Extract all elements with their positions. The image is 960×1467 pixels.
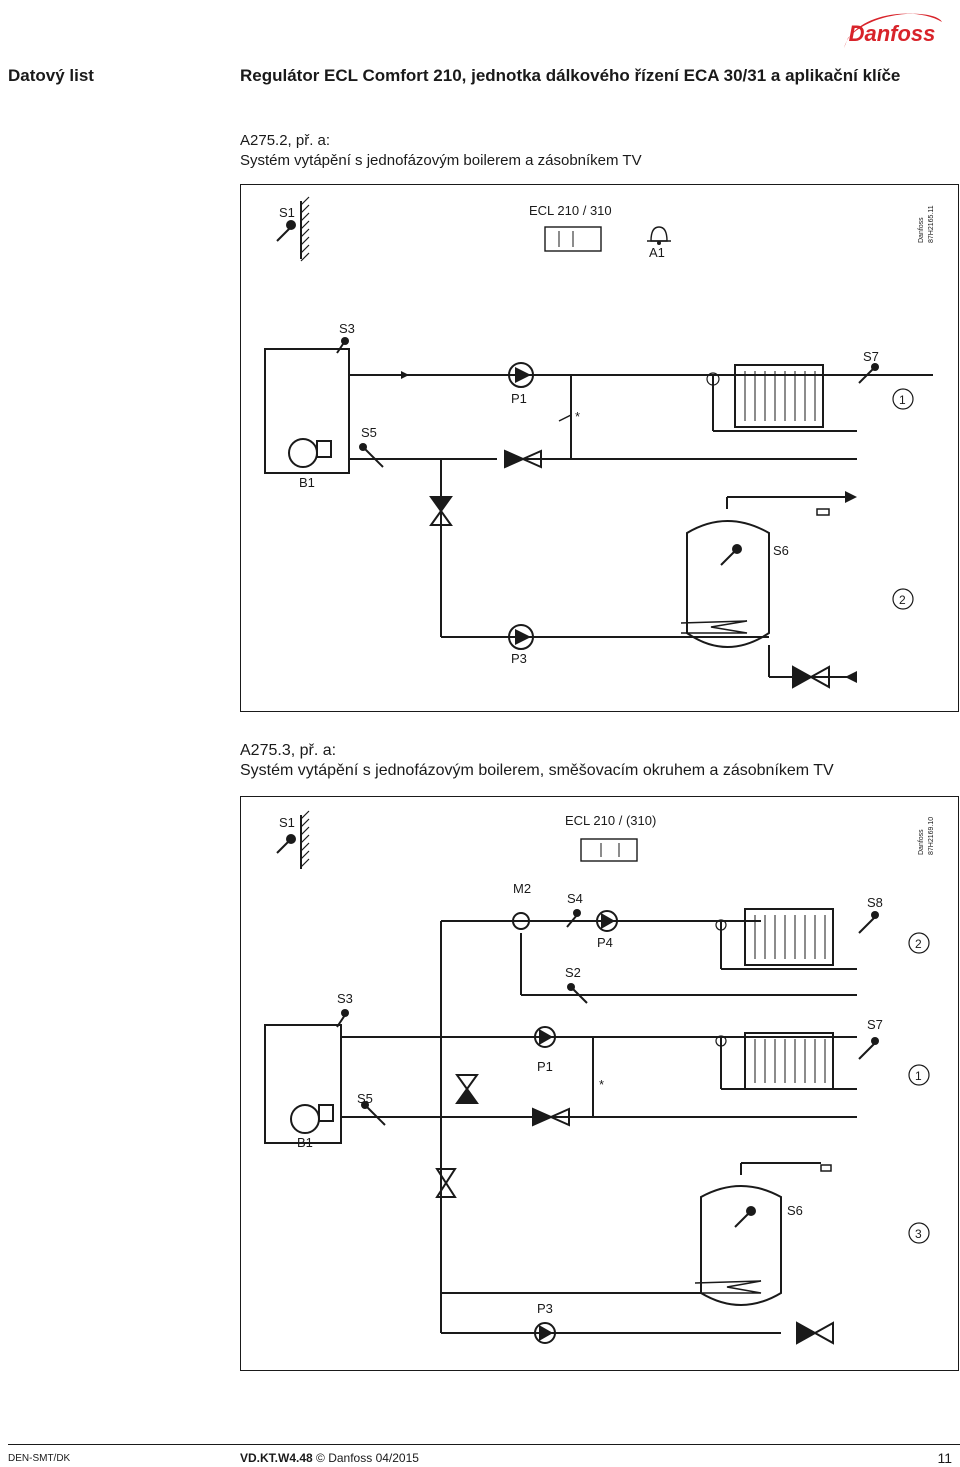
label-star: * bbox=[599, 1077, 604, 1092]
label-s7: S7 bbox=[867, 1017, 883, 1032]
dhw-tank bbox=[686, 520, 770, 648]
danfoss-logo: Danfoss bbox=[844, 13, 942, 48]
diagram1: S1 ECL 210 / 310 A1 S3 S7 P1 * S5 B1 S6 … bbox=[240, 184, 959, 712]
alarm-a1-icon bbox=[650, 226, 668, 242]
label-p1: P1 bbox=[537, 1059, 553, 1074]
radiator-2 bbox=[744, 908, 834, 966]
doc-type: Datový list bbox=[8, 66, 94, 85]
controller-box bbox=[544, 226, 602, 252]
label-s1: S1 bbox=[279, 815, 295, 830]
dhw-tank bbox=[700, 1185, 782, 1306]
diagram2-stamp-code: 87H2169.10 bbox=[928, 817, 935, 855]
page-title: Regulátor ECL Comfort 210, jednotka dálk… bbox=[240, 66, 901, 85]
diagram1-stamp-brand: Danfoss bbox=[918, 217, 925, 243]
pump-p1 bbox=[534, 1026, 556, 1048]
label-b1: B1 bbox=[297, 1135, 313, 1150]
s1-sensor-bulb bbox=[286, 220, 296, 230]
burner-icon bbox=[290, 1104, 320, 1134]
diagram1-stamp-code: 87H2165.11 bbox=[928, 205, 935, 243]
controller-box bbox=[580, 838, 638, 862]
radiator-1 bbox=[734, 364, 824, 428]
mixing-valve-m2 bbox=[512, 912, 530, 930]
pump-p4 bbox=[596, 910, 618, 932]
pump-p3 bbox=[534, 1322, 556, 1344]
label-s4: S4 bbox=[567, 891, 583, 906]
controller-label: ECL 210 / (310) bbox=[565, 813, 656, 828]
circuit-3-marker bbox=[908, 1222, 930, 1244]
logo-text: Danfoss bbox=[849, 21, 936, 46]
label-b1: B1 bbox=[299, 475, 315, 490]
label-s1: S1 bbox=[279, 205, 295, 220]
diagram2-code: A275.3, př. a: bbox=[240, 742, 337, 759]
footer-department: DEN-SMT/DK bbox=[8, 1453, 71, 1464]
label-s6: S6 bbox=[773, 543, 789, 558]
label-p4: P4 bbox=[597, 935, 613, 950]
diagram1-caption: Systém vytápění s jednofázovým boilerem … bbox=[240, 152, 642, 169]
circuit-1-marker bbox=[892, 388, 914, 410]
pump-p1 bbox=[508, 362, 534, 388]
diagram2: S1 ECL 210 / (310) M2 S4 S8 P4 S2 S3 S7 … bbox=[240, 796, 959, 1371]
circuit-2-number: 2 bbox=[899, 593, 906, 607]
circuit-2-number: 2 bbox=[915, 937, 922, 951]
label-s8: S8 bbox=[867, 895, 883, 910]
boiler bbox=[264, 1024, 342, 1144]
footer-code: VD.KT.W4.48 bbox=[240, 1451, 313, 1465]
circuit-2-marker bbox=[892, 588, 914, 610]
circuit-3-number: 3 bbox=[915, 1227, 922, 1241]
footer-copyright: © Danfoss 04/2015 bbox=[316, 1451, 419, 1465]
label-a1: A1 bbox=[649, 245, 665, 260]
controller-label: ECL 210 / 310 bbox=[529, 203, 612, 218]
circuit-1-number: 1 bbox=[915, 1069, 922, 1083]
label-s2: S2 bbox=[565, 965, 581, 980]
footer-reference: VD.KT.W4.48 © Danfoss 04/2015 bbox=[240, 1451, 419, 1465]
label-p3: P3 bbox=[511, 651, 527, 666]
circuit-2-marker bbox=[908, 932, 930, 954]
label-star-1: * bbox=[575, 409, 580, 424]
burner-icon bbox=[288, 438, 318, 468]
circuit-1-number: 1 bbox=[899, 393, 906, 407]
boiler bbox=[264, 348, 350, 474]
label-s6: S6 bbox=[787, 1203, 803, 1218]
label-s5: S5 bbox=[357, 1091, 373, 1106]
label-s3: S3 bbox=[337, 991, 353, 1006]
label-p3: P3 bbox=[537, 1301, 553, 1316]
circuit-1-marker bbox=[908, 1064, 930, 1086]
diagram2-caption: Systém vytápění s jednofázovým boilerem,… bbox=[240, 762, 834, 779]
label-m2: M2 bbox=[513, 881, 531, 896]
radiator-1 bbox=[744, 1032, 834, 1090]
diagram1-code: A275.2, př. a: bbox=[240, 132, 331, 149]
diagram2-stamp-brand: Danfoss bbox=[918, 829, 925, 855]
pump-p3 bbox=[508, 624, 534, 650]
label-s7: S7 bbox=[863, 349, 879, 364]
label-s5: S5 bbox=[361, 425, 377, 440]
label-p1: P1 bbox=[511, 391, 527, 406]
label-s3: S3 bbox=[339, 321, 355, 336]
footer-divider bbox=[8, 1444, 960, 1445]
page-number: 11 bbox=[937, 1450, 952, 1466]
